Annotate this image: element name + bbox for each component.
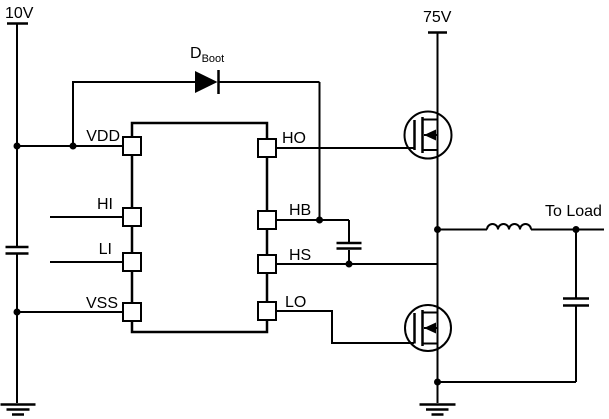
mosfet-body-circle	[403, 110, 453, 160]
mosfet-body-circle	[404, 304, 452, 352]
pin-ho	[257, 138, 277, 158]
mosfet-body-arrow	[424, 322, 436, 334]
supply-10v-label: 10V	[5, 5, 34, 22]
input-capacitor	[5, 245, 29, 255]
output-capacitor	[563, 297, 589, 307]
schematic-labels: 10V 75V DBoot VDD HI LI VSS HO HB HS LO …	[5, 5, 602, 312]
pin-vdd	[122, 136, 142, 156]
input-wires	[17, 216, 123, 313]
junction-dot	[345, 260, 353, 268]
bootstrap-capacitor	[336, 241, 362, 250]
supply-75v-label: 75V	[423, 9, 452, 26]
load-branch	[437, 223, 604, 383]
output-inductor	[486, 223, 532, 230]
pin-li	[122, 252, 142, 272]
high-side-mosfet	[403, 110, 453, 160]
bootstrap-wire	[72, 81, 321, 220]
pin-label-vdd: VDD	[86, 128, 120, 145]
junction-dots	[13, 142, 580, 386]
bootstrap-diode	[195, 70, 220, 94]
left-supply-rail	[0, 22, 36, 416]
junction-dot	[434, 226, 441, 233]
pin-label-hs: HS	[289, 247, 311, 264]
gate-driver-ic	[122, 121, 277, 334]
pin-label-lo: LO	[285, 294, 306, 311]
junction-dot	[316, 216, 323, 224]
to-load-label: To Load	[545, 203, 602, 220]
output-cap-loop-wire	[437, 229, 577, 383]
mosfet-body-arrow	[424, 129, 436, 141]
junction-dot	[434, 378, 441, 386]
pin-hb	[257, 210, 277, 230]
junction-dot	[69, 142, 77, 150]
boot-diode-name: D	[190, 45, 202, 62]
ic-body	[130, 121, 269, 334]
boot-diode-subscript: Boot	[202, 53, 225, 65]
ground-symbol-right	[419, 403, 456, 416]
boot-diode-label: DBoot	[190, 45, 224, 65]
ground-symbol-left	[0, 403, 36, 416]
diode-anode-triangle	[195, 71, 218, 93]
pin-hi	[122, 207, 142, 227]
pin-label-hi: HI	[97, 196, 113, 213]
junction-dot	[572, 226, 580, 233]
junction-dot	[13, 308, 21, 316]
pin-label-hb: HB	[289, 202, 311, 219]
output-wires	[276, 147, 438, 344]
schematic-linework	[0, 22, 604, 416]
pin-label-li: LI	[99, 241, 112, 258]
low-side-mosfet	[404, 304, 452, 352]
junction-dot	[13, 142, 21, 150]
lo-gate-wire	[276, 310, 414, 344]
power-stage-rail	[419, 31, 456, 416]
pin-lo	[257, 301, 277, 321]
pin-hs	[257, 254, 277, 274]
pin-label-vss: VSS	[86, 295, 118, 312]
pin-vss	[122, 302, 142, 322]
pin-label-ho: HO	[282, 130, 306, 147]
